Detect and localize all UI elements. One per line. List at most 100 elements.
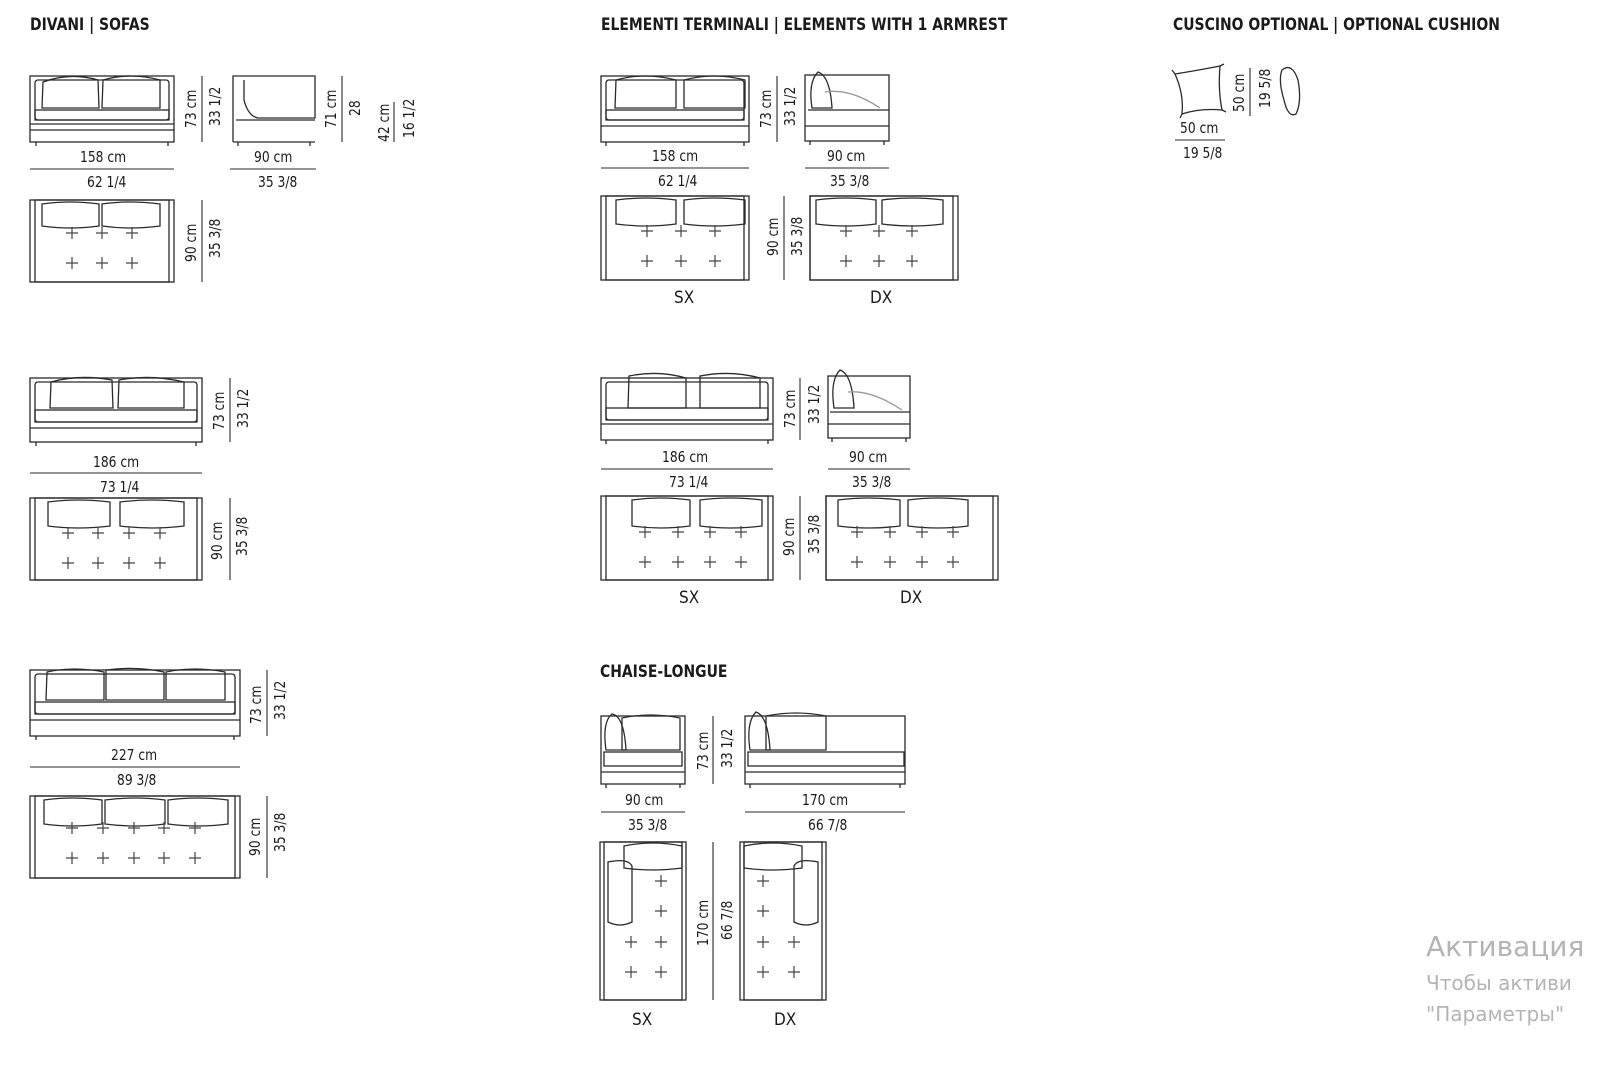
dimension-lines bbox=[30, 68, 1251, 1000]
seat-button-mark bbox=[757, 966, 769, 978]
seat-button-mark bbox=[757, 905, 769, 917]
seat-button-mark bbox=[704, 556, 716, 568]
chaise-longue-heading: CHAISE-LONGUE bbox=[600, 662, 728, 682]
seat-button-markers bbox=[62, 225, 959, 978]
activation-watermark-line3: "Параметры" bbox=[1426, 1002, 1565, 1026]
terminal-dx-label-1: DX bbox=[870, 288, 893, 308]
terminal-side-width-in-1: 35 3/8 bbox=[830, 172, 870, 190]
chaise-dx-width-cm: 170 cm bbox=[802, 791, 849, 809]
terminal-side-elevation-1 bbox=[804, 71, 890, 145]
terminal-dx-label-2: DX bbox=[900, 588, 923, 608]
seat-button-mark bbox=[709, 255, 721, 267]
seat-button-mark bbox=[840, 225, 852, 237]
seat-button-mark bbox=[675, 255, 687, 267]
seat-button-mark bbox=[906, 225, 918, 237]
terminal-186-width-cm: 186 cm bbox=[662, 448, 709, 466]
terminal-depth-cm-2: 90 cm bbox=[780, 517, 798, 556]
optional-cushion-heading: CUSCINO OPTIONAL | OPTIONAL CUSHION bbox=[1173, 15, 1500, 35]
terminal-186-front-elevation bbox=[600, 372, 774, 444]
seat-button-mark bbox=[672, 556, 684, 568]
terminal-depth-in-1: 35 3/8 bbox=[788, 216, 806, 256]
sofa-186-front-elevation bbox=[29, 376, 203, 446]
seat-button-mark bbox=[66, 227, 78, 239]
sofa-186-height-in: 33 1/2 bbox=[234, 388, 252, 428]
seat-button-mark bbox=[757, 936, 769, 948]
seat-button-mark bbox=[92, 557, 104, 569]
sofa-seat-height-in: 16 1/2 bbox=[400, 98, 418, 138]
seat-button-mark bbox=[158, 822, 170, 834]
cushion-width-cm: 50 cm bbox=[1180, 119, 1219, 137]
sofa-side-height-cm: 71 cm bbox=[322, 89, 340, 128]
seat-button-mark bbox=[66, 822, 78, 834]
seat-button-mark bbox=[66, 257, 78, 269]
seat-button-mark bbox=[757, 875, 769, 887]
sofa-186-height-cm: 73 cm bbox=[210, 391, 228, 430]
cushion-side bbox=[1279, 66, 1301, 116]
terminal-158-height-in: 33 1/2 bbox=[781, 86, 799, 126]
seat-button-mark bbox=[840, 255, 852, 267]
terminal-sx-plan-1 bbox=[600, 195, 750, 281]
seat-button-mark bbox=[788, 966, 800, 978]
sofa-227-depth-cm: 90 cm bbox=[246, 817, 264, 856]
seat-button-mark bbox=[154, 557, 166, 569]
seat-button-mark bbox=[625, 966, 637, 978]
sofa-side-width-in: 35 3/8 bbox=[258, 173, 298, 191]
seat-button-mark bbox=[947, 526, 959, 538]
sofa-158-front-elevation bbox=[29, 75, 175, 146]
sofa-side-width-cm: 90 cm bbox=[254, 148, 293, 166]
terminal-sx-label-2: SX bbox=[679, 588, 700, 608]
chaise-sx-width-cm: 90 cm bbox=[625, 791, 664, 809]
chaise-sx-plan bbox=[599, 841, 687, 1001]
seat-button-mark bbox=[126, 227, 138, 239]
seat-button-mark bbox=[947, 556, 959, 568]
sofa-227-front-elevation bbox=[29, 667, 241, 740]
sofa-158-height-cm: 73 cm bbox=[182, 89, 200, 128]
sofa-227-width-in: 89 3/8 bbox=[117, 771, 157, 789]
seat-button-mark bbox=[709, 225, 721, 237]
seat-button-mark bbox=[672, 526, 684, 538]
seat-button-mark bbox=[851, 526, 863, 538]
terminal-sx-label-1: SX bbox=[674, 288, 695, 308]
seat-button-mark bbox=[655, 905, 667, 917]
terminal-186-width-in: 73 1/4 bbox=[669, 473, 709, 491]
terminal-158-width-cm: 158 cm bbox=[652, 147, 699, 165]
seat-button-mark bbox=[62, 527, 74, 539]
chaise-dx-width-in: 66 7/8 bbox=[808, 816, 848, 834]
seat-button-mark bbox=[735, 556, 747, 568]
terminal-186-height-cm: 73 cm bbox=[781, 389, 799, 428]
seat-button-mark bbox=[97, 852, 109, 864]
seat-button-mark bbox=[916, 526, 928, 538]
terminal-158-height-cm: 73 cm bbox=[757, 89, 775, 128]
chaise-dx-plan bbox=[739, 841, 827, 1001]
seat-button-mark bbox=[123, 527, 135, 539]
seat-button-mark bbox=[66, 852, 78, 864]
sofa-158-depth-in: 35 3/8 bbox=[206, 218, 224, 258]
seat-button-mark bbox=[655, 936, 667, 948]
cushion-height-cm: 50 cm bbox=[1230, 73, 1248, 112]
seat-button-mark bbox=[189, 822, 201, 834]
chaise-length-cm: 170 cm bbox=[694, 899, 712, 946]
seat-button-mark bbox=[873, 225, 885, 237]
sofa-186-width-cm: 186 cm bbox=[93, 453, 140, 471]
seat-button-mark bbox=[189, 852, 201, 864]
seat-button-mark bbox=[639, 526, 651, 538]
cushion-width-in: 19 5/8 bbox=[1183, 144, 1223, 162]
sofa-side-height-in: 28 bbox=[346, 100, 364, 116]
chaise-height-cm: 73 cm bbox=[694, 731, 712, 770]
terminal-dx-plan-1 bbox=[809, 195, 959, 281]
sofa-158-height-in: 33 1/2 bbox=[206, 86, 224, 126]
sofas-heading: DIVANI | SOFAS bbox=[30, 15, 150, 35]
sofa-158-width-cm: 158 cm bbox=[80, 148, 127, 166]
seat-button-mark bbox=[123, 557, 135, 569]
seat-button-mark bbox=[625, 936, 637, 948]
seat-button-mark bbox=[126, 257, 138, 269]
seat-button-mark bbox=[96, 257, 108, 269]
terminal-depth-in-2: 35 3/8 bbox=[805, 514, 823, 554]
terminal-sx-plan-2 bbox=[600, 495, 774, 581]
cushion-height-in: 19 5/8 bbox=[1256, 68, 1274, 108]
sofa-seat-height-cm: 42 cm bbox=[375, 103, 393, 142]
sofa-227-height-cm: 73 cm bbox=[247, 685, 265, 724]
activation-watermark-title: Активация bbox=[1426, 930, 1585, 963]
seat-button-mark bbox=[97, 822, 109, 834]
terminal-186-height-in: 33 1/2 bbox=[805, 384, 823, 424]
